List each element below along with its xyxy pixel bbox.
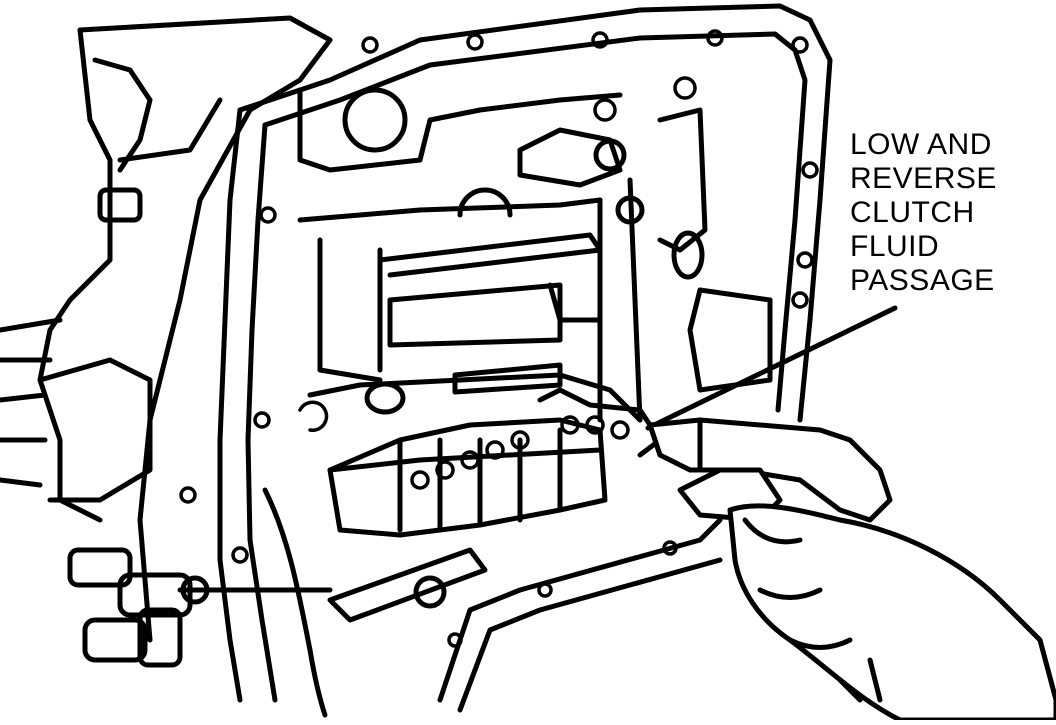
fittings bbox=[67, 547, 333, 668]
lower-assembly bbox=[262, 487, 723, 718]
callout-line: PASSAGE bbox=[850, 264, 995, 297]
pan-gasket bbox=[179, 3, 833, 703]
callout-leader bbox=[645, 305, 898, 431]
transmission-case bbox=[0, 15, 333, 643]
callout-line: CLUTCH bbox=[850, 196, 975, 229]
callout-line: LOW AND bbox=[850, 128, 992, 161]
callout-label: LOW AND REVERSE CLUTCH FLUID PASSAGE bbox=[850, 128, 997, 298]
hand-with-tool bbox=[647, 417, 1056, 723]
callout-line: REVERSE bbox=[850, 162, 997, 195]
callout-line: FLUID bbox=[850, 230, 940, 263]
valve-body bbox=[297, 76, 773, 432]
